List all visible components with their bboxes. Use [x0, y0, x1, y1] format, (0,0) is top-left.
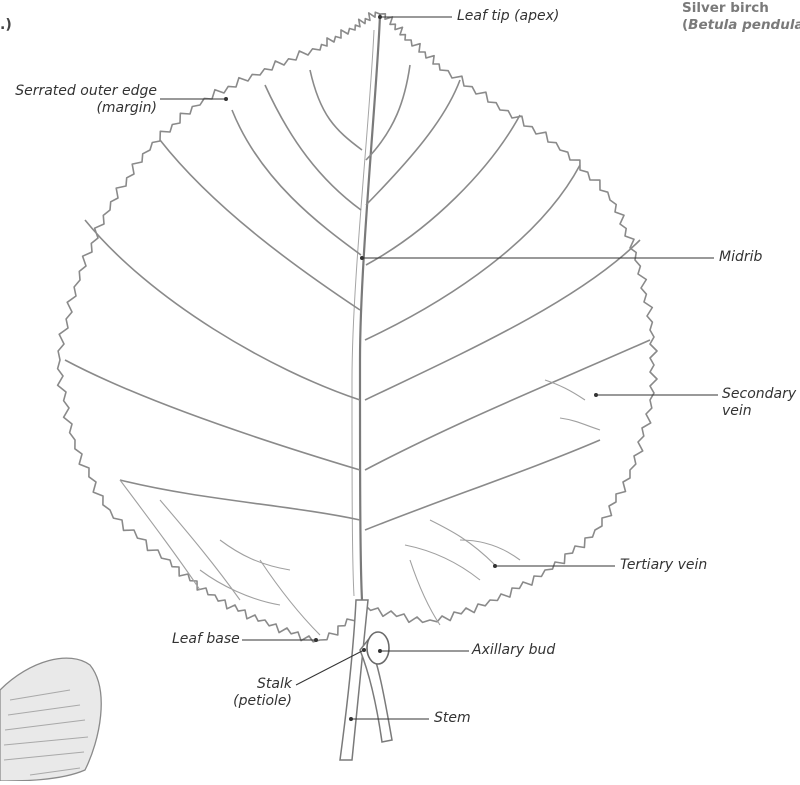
corner-text-fragment: .) [0, 17, 12, 33]
label-midrib: Midrib [719, 249, 762, 266]
species-title: Silver birch (Betula pendula) [682, 0, 800, 34]
midrib-line [360, 14, 380, 600]
species-common-name: Silver birch [682, 0, 800, 17]
species-scientific-name: Betula pendula [688, 17, 800, 33]
neighbor-leaf-fragment [0, 658, 101, 781]
label-secondary-vein: Secondary vein [722, 386, 796, 420]
midrib-highlight [352, 30, 374, 596]
petiole [340, 600, 368, 760]
label-tertiary-vein: Tertiary vein [620, 557, 707, 574]
label-margin: Serrated outer edge (margin) [15, 83, 157, 117]
species-scientific-line: (Betula pendula) [682, 17, 800, 34]
secondary-veins-left [65, 70, 362, 520]
leader-dots [224, 15, 598, 721]
label-axillary-bud: Axillary bud [472, 642, 555, 659]
secondary-veins-right [365, 65, 650, 530]
label-stalk: Stalk (petiole) [233, 676, 292, 710]
label-leaf-tip: Leaf tip (apex) [457, 8, 559, 25]
axillary-bud-shape [367, 632, 389, 664]
label-leaf-base: Leaf base [172, 631, 240, 648]
leader-lines [160, 17, 718, 719]
label-stem: Stem [434, 710, 471, 727]
